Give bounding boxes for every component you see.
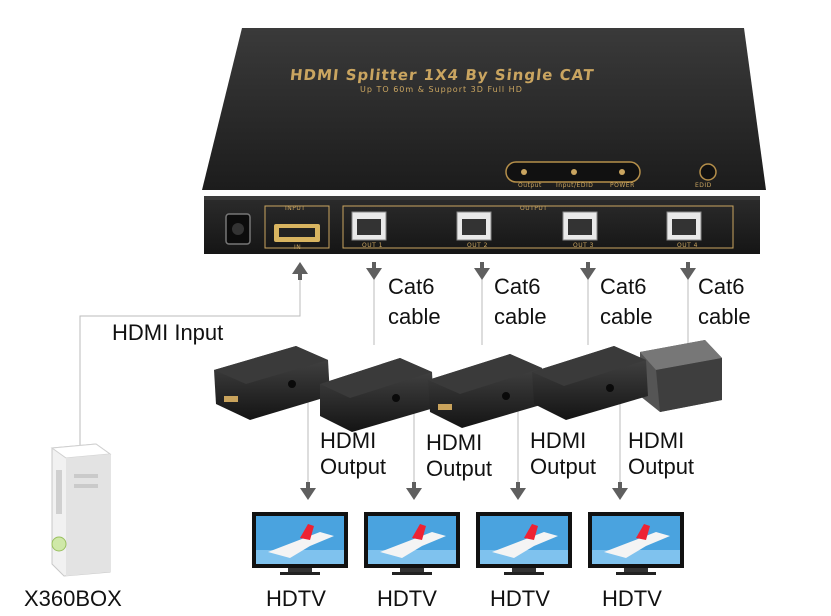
output-label-2-line2: Output [426, 456, 493, 481]
cable-label-1-line1: Cat6 [388, 274, 435, 299]
front-label-output: Output [518, 182, 542, 189]
output-port-label-4: OUT 4 [677, 242, 699, 249]
arrow-down-icon [474, 262, 490, 280]
arrow-up-icon [292, 262, 308, 274]
arrow-down-icon [366, 262, 382, 280]
rj45-port-2 [456, 211, 492, 241]
rj45-port-1 [351, 211, 387, 241]
receiver-box [628, 340, 722, 412]
rj45-port-3 [562, 211, 598, 241]
arrow-down-icon [406, 482, 422, 500]
input-group-label: INPUT [285, 205, 306, 212]
front-label-power: POWER [610, 182, 635, 189]
receiver-box [428, 354, 544, 428]
arrow-down-icon [510, 482, 526, 500]
output-port-label-2: OUT 2 [467, 242, 489, 249]
hdmi-input-label: HDMI Input [112, 320, 224, 345]
cable-label-2-line1: Cat6 [494, 274, 541, 299]
output-group-label: OUTPUT [520, 205, 548, 212]
cable-label-4-line2: cable [698, 304, 751, 329]
xbox-console [50, 443, 112, 577]
cable-label-1-line2: cable [388, 304, 441, 329]
cable-label-4-line1: Cat6 [698, 274, 745, 299]
output-label-1-line2: Output [320, 454, 387, 479]
output-label-4-line2: Output [628, 454, 695, 479]
device-subtitle: Up TO 60m & Support 3D Full HD [360, 85, 523, 94]
front-label-input-edid: Input/EDID [556, 182, 594, 189]
splitter-device [202, 28, 766, 254]
receiver-box [214, 346, 330, 420]
arrow-down-icon [300, 482, 316, 500]
input-port-label: IN [294, 244, 302, 251]
tv-label-4: HDTV [602, 586, 662, 611]
output-label-3-line1: HDMI [530, 428, 587, 453]
arrow-down-icon [580, 262, 596, 280]
tv-set-1 [252, 512, 348, 575]
cable-label-3-line1: Cat6 [600, 274, 647, 299]
tv-label-3: HDTV [490, 586, 550, 611]
receiver-box [532, 346, 648, 420]
tv-set-4 [588, 512, 684, 575]
output-label-4-line1: HDMI [628, 428, 685, 453]
receiver-box [320, 358, 434, 432]
output-port-label-3: OUT 3 [573, 242, 595, 249]
output-port-label-1: OUT 1 [362, 242, 384, 249]
rj45-port-4 [666, 211, 702, 241]
tv-label-1: HDTV [266, 586, 326, 611]
arrow-down-icon [612, 482, 628, 500]
output-label-2-line1: HDMI [426, 430, 483, 455]
cable-label-3-line2: cable [600, 304, 653, 329]
front-label-edid: EDID [695, 182, 712, 189]
tv-label-2: HDTV [377, 586, 437, 611]
source-label: X360BOX [24, 586, 122, 611]
cable-label-2-line2: cable [494, 304, 547, 329]
arrow-down-icon [680, 262, 696, 280]
output-label-3-line2: Output [530, 454, 597, 479]
tv-set-2 [364, 512, 460, 575]
tv-set-3 [476, 512, 572, 575]
output-label-1-line1: HDMI [320, 428, 377, 453]
